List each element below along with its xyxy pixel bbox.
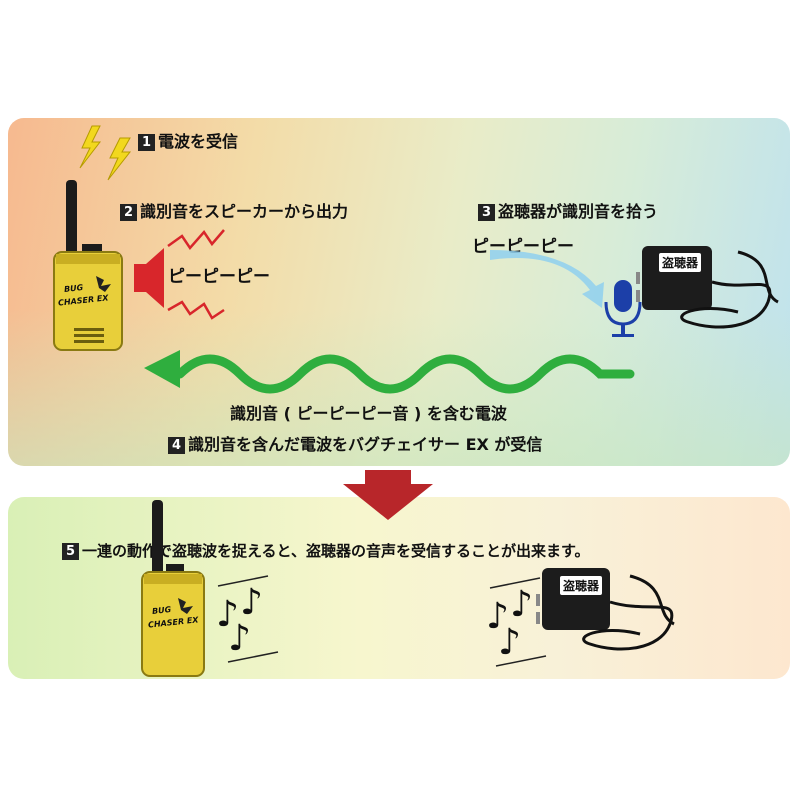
step-1-number: 1	[138, 134, 155, 151]
svg-text:♪: ♪	[228, 618, 251, 659]
music-notes-icon-left: ♪ ♪ ♪	[216, 575, 279, 663]
svg-text:♪: ♪	[486, 596, 509, 637]
step-2-text: 識別音をスピーカーから出力	[140, 202, 349, 221]
step-3-text: 盗聴器が識別音を拾う	[498, 202, 659, 221]
svg-text:♪: ♪	[498, 622, 521, 663]
bottom-panel	[8, 497, 790, 679]
step-5-text: 一連の動作で盗聴波を捉えると、盗聴器の音声を受信することが出来ます。	[82, 542, 590, 560]
down-arrow-icon	[343, 470, 433, 520]
step-4-text: 識別音を含んだ電波をバグチェイサー EX が受信	[188, 435, 543, 454]
speaker-sound-text: ピーピーピー	[168, 267, 270, 287]
step-3-number: 3	[478, 204, 495, 221]
step-4-number: 4	[168, 437, 185, 454]
step-5-number: 5	[62, 543, 79, 560]
radio-wave-arrow	[144, 350, 635, 394]
svg-text:♪: ♪	[240, 582, 263, 623]
bug-chaser-device-bottom	[141, 500, 205, 677]
step-2-number: 2	[120, 204, 137, 221]
lightning-icon	[79, 125, 132, 181]
music-notes-icon-right: ♪ ♪ ♪	[486, 577, 547, 667]
sound-arrow-icon	[490, 250, 604, 308]
microphone-icon	[604, 280, 642, 337]
bug-device-bottom	[536, 568, 675, 651]
bug-label-bottom: 盗聴器	[560, 576, 603, 595]
step-1-text: 電波を受信	[158, 132, 239, 151]
wave-caption-text: 識別音 ( ピーピーピー音 ) を含む電波	[230, 404, 507, 423]
bug-chaser-device	[53, 180, 123, 351]
speaker-icon	[134, 229, 225, 320]
bug-label-top: 盗聴器	[659, 253, 702, 272]
svg-text:♪: ♪	[510, 584, 533, 625]
bug-device-top	[636, 246, 779, 329]
svg-text:♪: ♪	[216, 594, 239, 635]
